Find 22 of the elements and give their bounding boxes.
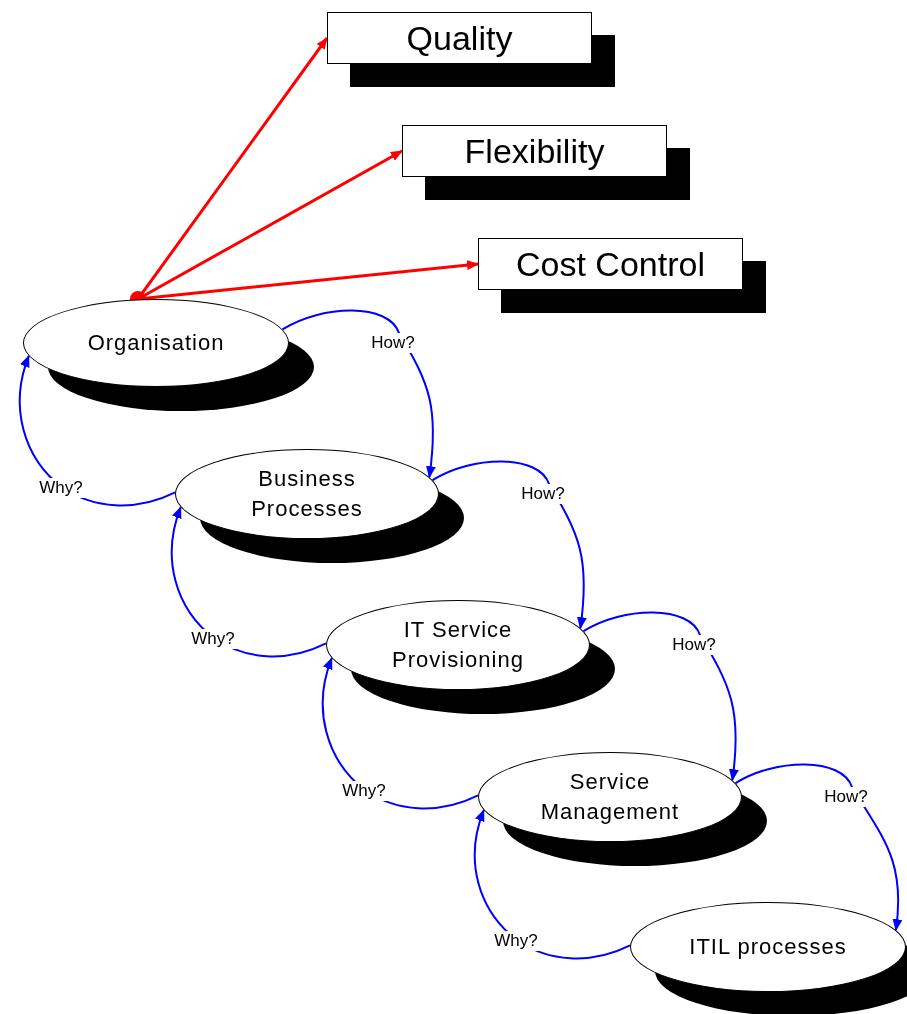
edge-label: Why? [189,629,237,649]
node-label: Service Management [539,768,681,826]
node-label: Organisation [87,329,225,357]
node-label: Quality [406,18,513,58]
node-label: ITIL processes [689,933,847,961]
arrow [734,763,903,932]
node-label: IT Service Provisioning [391,616,525,674]
arrow [473,809,632,960]
edge-label: How? [519,484,567,504]
node-label: Flexibility [464,131,605,171]
arrow [281,309,436,479]
arrow [582,611,739,782]
edge-label: Why? [37,478,85,498]
edge-label: How? [822,787,870,807]
arrow [431,460,587,630]
edge-label: How? [670,635,718,655]
node-label: Business Processes [250,465,364,523]
edge-label: Why? [340,781,388,801]
edge-label: Why? [492,931,540,951]
arrow [170,506,328,658]
node-label: Cost Control [516,244,705,284]
edge-label: How? [369,333,417,353]
